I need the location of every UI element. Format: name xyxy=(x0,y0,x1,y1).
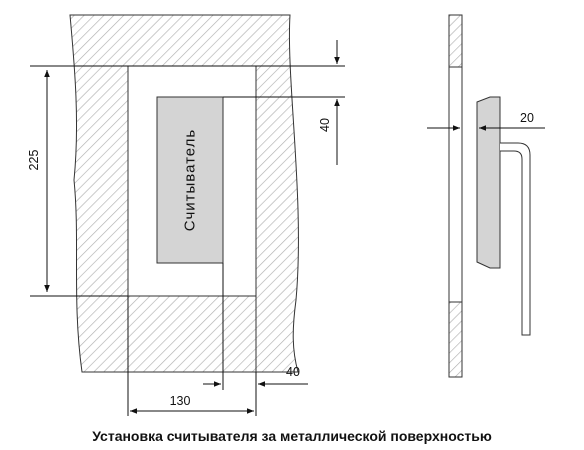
dimension-40-top-label: 40 xyxy=(318,118,332,132)
dimension-130-label: 130 xyxy=(170,394,191,408)
reader-side-body xyxy=(476,96,501,269)
dimension-20-label: 20 xyxy=(520,111,534,125)
reader-body xyxy=(156,96,224,264)
dimension-225-label: 225 xyxy=(27,150,41,171)
diagram-caption: Установка считывателя за металлической п… xyxy=(92,428,492,444)
reader-cable xyxy=(500,142,531,336)
installation-diagram: Считыватель 225 40 40 130 20 xyxy=(27,14,545,416)
dimension-40-bottom-label: 40 xyxy=(286,365,300,379)
reader-label: Считыватель xyxy=(182,129,199,231)
side-panel-top xyxy=(448,14,463,68)
side-panel-bottom xyxy=(448,301,463,378)
